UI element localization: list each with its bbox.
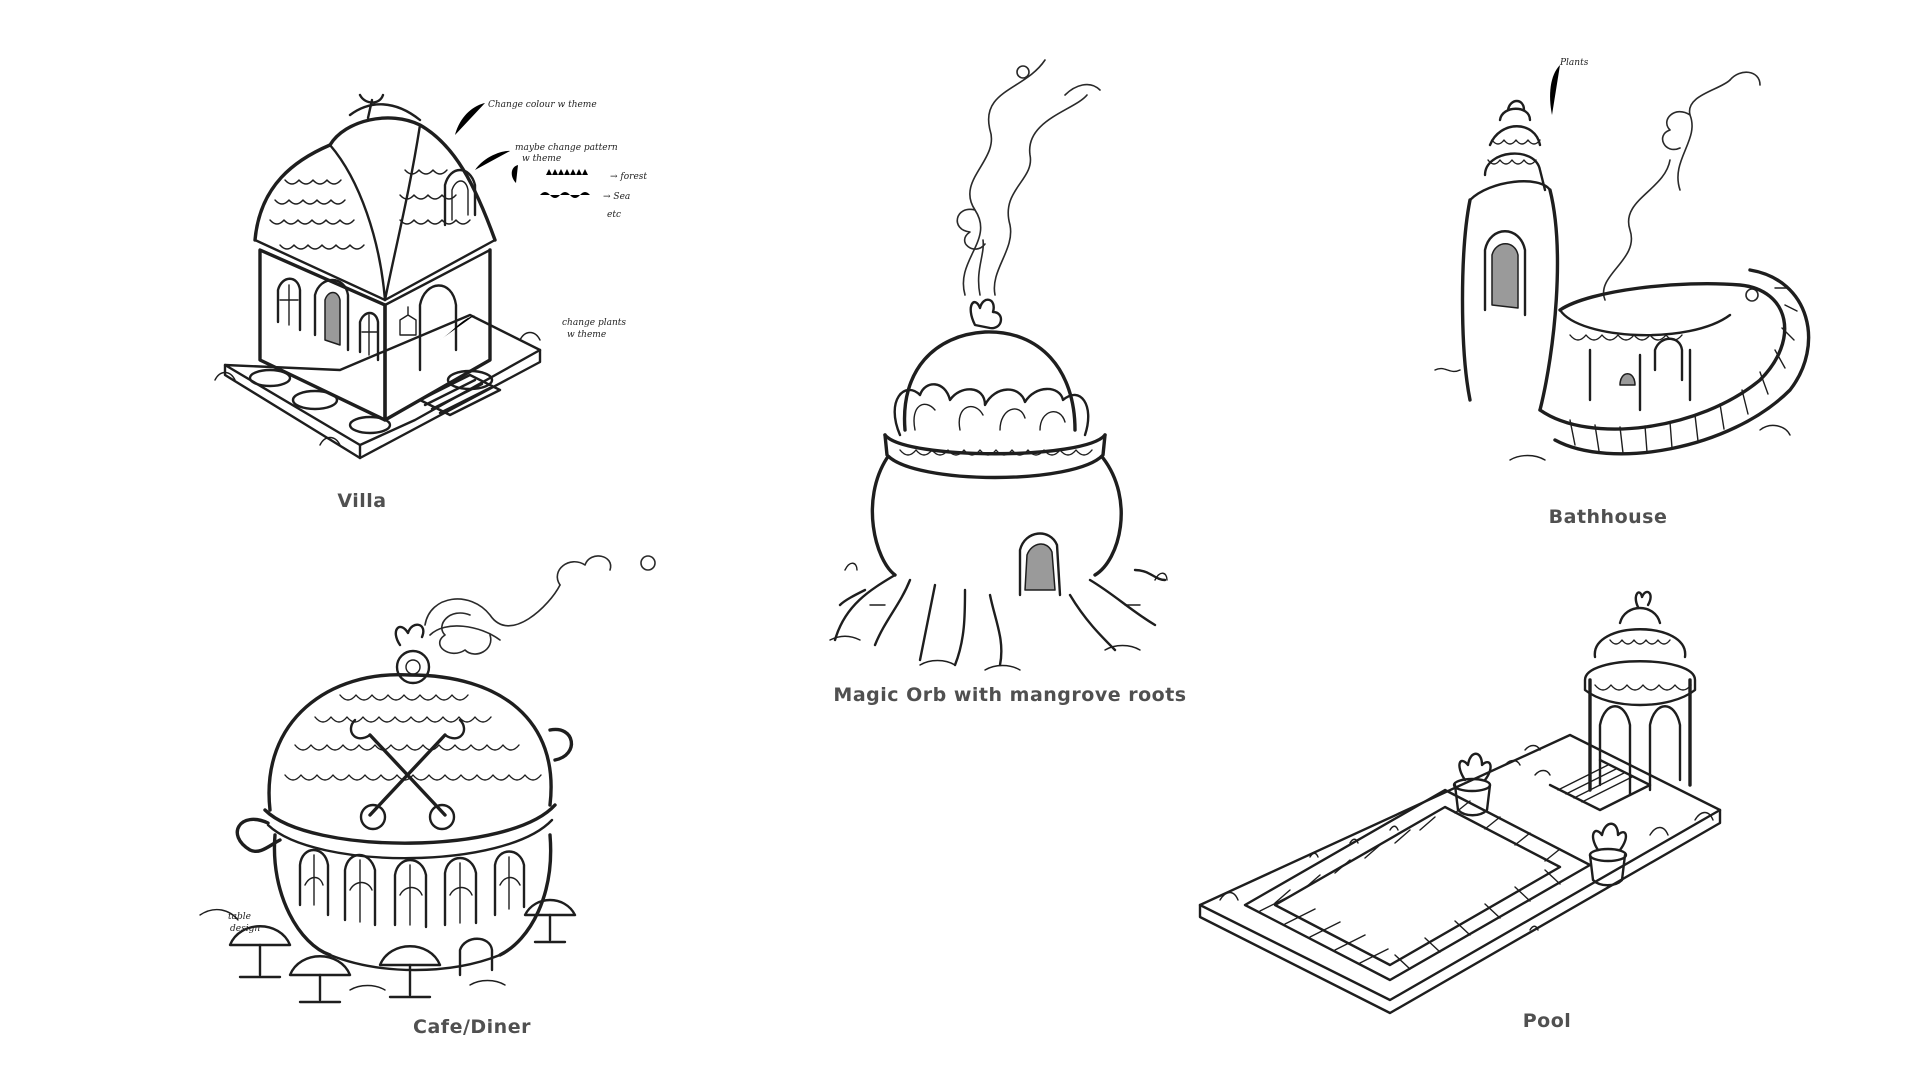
pool-sketch (1190, 585, 1730, 1015)
villa-note-sea: → Sea (603, 192, 631, 202)
villa-note-pattern-2: w theme (522, 154, 562, 164)
bathhouse-note-plants: Plants (1560, 58, 1589, 68)
villa-note-etc: etc (607, 210, 621, 220)
magic-orb-sketch (825, 50, 1205, 671)
villa-note-arrows (440, 103, 590, 340)
villa-sketch (214, 93, 560, 480)
villa-note-forest: → forest (610, 172, 648, 182)
cafe-sketch (199, 545, 670, 1005)
pool-caption: Pool (1522, 1010, 1572, 1032)
villa-caption: Villa (337, 490, 387, 512)
cafe-caption: Cafe/Diner (413, 1016, 531, 1038)
villa-note-plants-2: w theme (567, 330, 607, 340)
magic-orb-caption: Magic Orb with mangrove roots (833, 684, 1187, 706)
bathhouse-note-arrow (1550, 65, 1560, 115)
villa-note-plants-1: change plants (562, 318, 626, 328)
villa-note-pattern-1: maybe change pattern (515, 143, 618, 153)
bathhouse-caption: Bathhouse (1548, 506, 1668, 528)
cafe-note-table-2: design (230, 924, 261, 934)
villa-note-colour: Change colour w theme (488, 100, 597, 110)
bathhouse-sketch (1430, 50, 1811, 490)
cafe-note-table-1: table (228, 912, 251, 922)
